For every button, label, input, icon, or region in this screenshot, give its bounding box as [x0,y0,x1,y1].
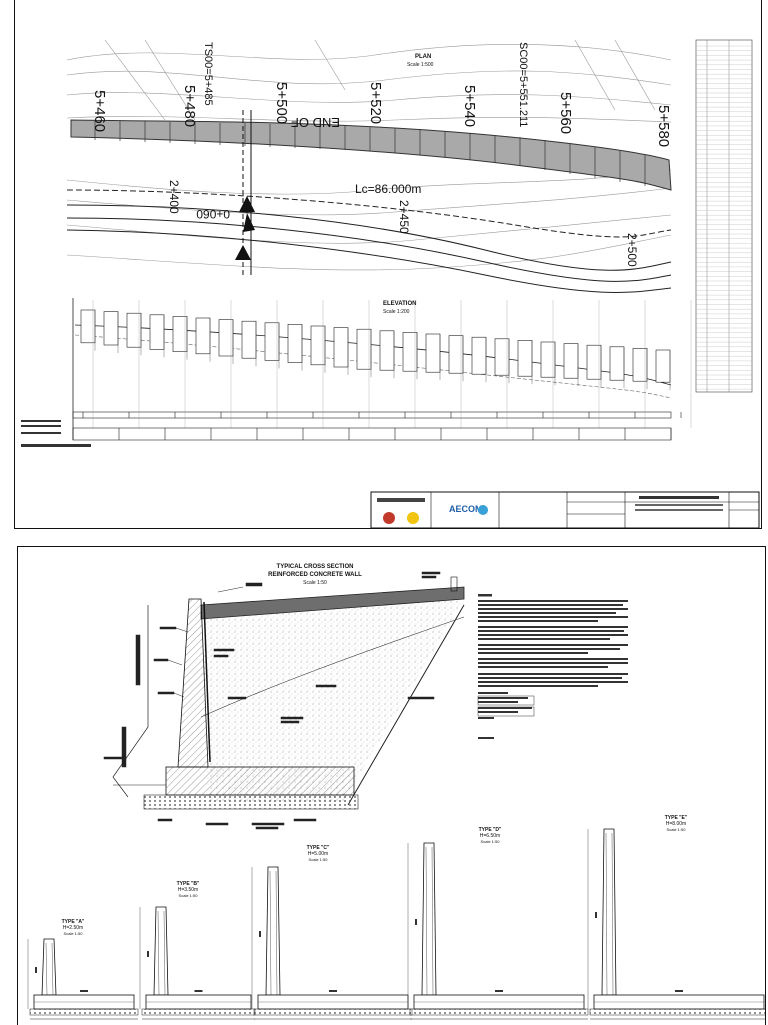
lower-station-label: 2+400 [167,180,181,214]
general-notes [478,594,628,739]
station-tag: TS00=5+485 [202,42,214,106]
elevation-panel [609,346,625,381]
failure-plane [200,616,465,718]
wall-type-height: H=8.00m [666,821,686,827]
section-arrow-icon [243,213,255,232]
elevation-wall-panels [80,309,671,391]
wall-type-label: TYPE "D" [479,827,502,833]
guardrail-icon [450,576,458,592]
section-canvas: TYPICAL CROSS SECTION REINFORCED CONCRET… [27,564,765,1020]
elevation-panel [103,311,119,346]
drawing-sheet-typical-section: TYPICAL CROSS SECTION REINFORCED CONCRET… [17,546,766,1025]
elevation-panel [471,336,487,375]
section-titles: TYPICAL CROSS SECTION REINFORCED CONCRET… [268,564,362,586]
elevation-panel [287,324,303,363]
elevation-panel [517,340,533,377]
partner-logo-icon [407,512,419,524]
section-scale: Scale 1:50 [303,580,327,586]
curve-length-label: Lc=86.000m [355,182,421,196]
end-label: END OF [291,115,340,130]
company-logo-icon [478,505,488,515]
wall-section-ticks [94,120,646,186]
elevation-panel [149,314,165,350]
section-annotations [103,571,441,830]
wall-type-scale: Scale 1:50 [309,857,329,862]
company-logo: AECOM [449,504,483,514]
wall-stem [41,938,57,996]
wall-type-scale: Scale 1:50 [481,839,501,844]
elevation-panel [195,317,211,355]
station-label: 5+580 [655,105,672,147]
elevation-panel [379,330,395,371]
backfill-zone [201,589,464,802]
section-title: TYPICAL CROSS SECTION [277,564,354,570]
station-label: 5+540 [461,85,478,127]
offset-label: 0+060 [196,207,230,221]
wall-type-scale: Scale 1:50 [179,893,199,898]
drawing-sheet-plan-elevation: 5+460 5+480 5+500 5+520 5+540 5+560 5+58… [14,0,762,529]
section-arrow-icon [235,245,251,260]
station-labels: 5+460 5+480 5+500 5+520 5+540 5+560 5+58… [91,42,672,267]
wall-stem [265,866,281,996]
drain-layer [203,601,211,763]
road-alignment [66,189,672,293]
station-label: 5+460 [91,90,108,132]
coordinate-table [695,39,753,393]
wall-type-label: TYPE "C" [307,845,330,851]
slope-line [347,604,465,806]
lower-station-label: 2+450 [397,200,411,234]
elevation-view: ELEVATION Scale 1:200 [21,298,692,447]
section-subtitle: REINFORCED CONCRETE WALL [268,572,362,578]
wall-type-scale: Scale 1:50 [64,931,84,936]
elevation-panel [425,333,441,373]
title-block: AECOM [370,491,760,528]
wall-type-label: TYPE "E" [665,815,688,821]
station-label: 5+500 [273,82,290,124]
station-label: 5+480 [181,85,198,127]
excavation-line [112,605,149,798]
plan-scale: Scale 1:500 [407,62,434,68]
wall-stem [601,828,617,996]
elevation-panel [563,343,579,379]
station-tag: SC00=5+551.211 [517,42,529,127]
section-cut-marker [235,110,255,275]
elevation-scale: Scale 1:200 [383,309,410,315]
wall-type-label: TYPE "A" [62,919,85,925]
lower-station-label: 2+500 [625,233,639,267]
elevation-panel [241,320,257,359]
wall-stem [421,842,437,996]
elevation-panel [655,349,671,383]
section-arrow-icon [239,196,255,212]
wall-type-scale: Scale 1:50 [667,827,687,832]
wall-type-height: H=2.50m [63,925,83,931]
elevation-legend-text [21,420,91,447]
wall-type-label: TYPE "B" [177,881,200,887]
station-label: 5+520 [367,82,384,124]
wall-stem [153,906,169,996]
plan-title: PLAN [415,54,431,60]
station-label: 5+560 [557,92,574,134]
client-logo-icon [383,512,395,524]
wall-type-height: H=6.50m [480,833,500,839]
wall-type-height: H=5.00m [308,851,328,857]
wall-type-height: H=3.50m [178,887,198,893]
elevation-panel [333,327,349,368]
wall-footing [165,766,355,796]
retaining-wall-band [70,119,672,191]
gravel-bed [143,794,359,810]
plan-elevation-canvas: 5+460 5+480 5+500 5+520 5+540 5+560 5+58… [21,39,760,528]
elevation-title: ELEVATION [383,301,416,307]
